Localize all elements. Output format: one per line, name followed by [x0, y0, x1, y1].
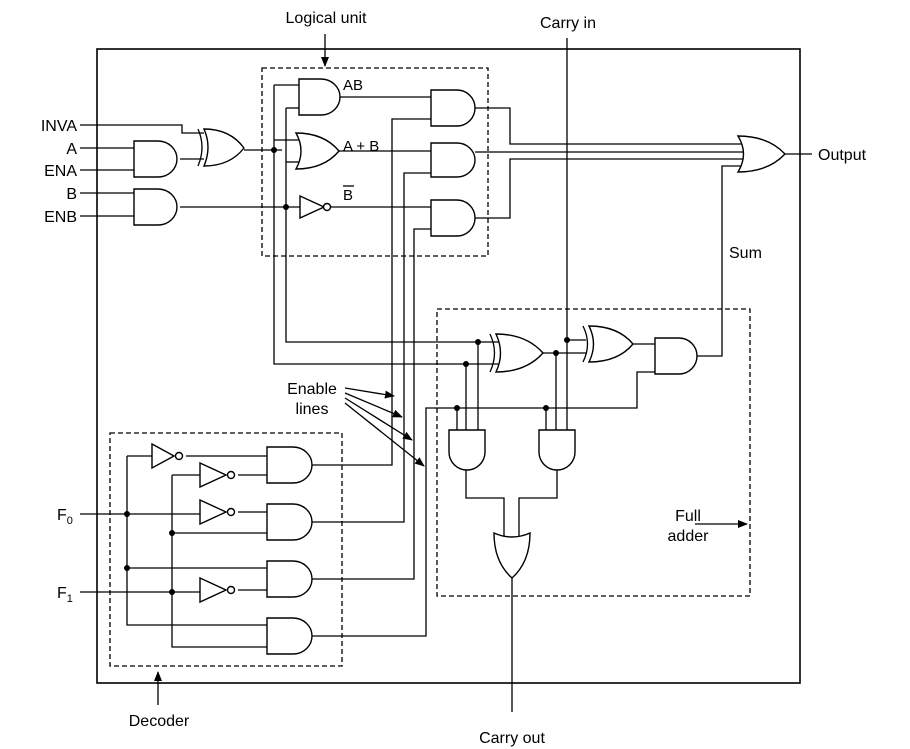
or-gate-carry-out	[493, 531, 531, 579]
decoder-label: Decoder	[129, 713, 190, 730]
and-gate-a-ena	[133, 140, 178, 178]
input-f0-label: F0	[57, 507, 73, 527]
inverter-f1-low	[199, 576, 236, 604]
gate-label-not-b: B	[343, 187, 353, 204]
input-enb-label: ENB	[44, 209, 77, 226]
decoder-and-gate-2	[266, 503, 313, 541]
alu-outer-box	[96, 48, 801, 684]
decoder-and-gate-1	[266, 446, 313, 484]
junctions	[124, 147, 570, 595]
xor-gate-inva	[197, 128, 245, 167]
inverter-b	[299, 194, 332, 220]
decoder-and-gate-4	[266, 617, 313, 655]
full-adder-label-2: adder	[668, 528, 710, 545]
inverter-f1-top	[199, 461, 236, 489]
logical-unit-box	[261, 67, 489, 257]
input-b-label: B	[66, 186, 77, 203]
output-label: Output	[818, 147, 867, 164]
enable-lines-label-1: Enable	[287, 381, 337, 398]
enable-and-gate-2	[430, 142, 476, 178]
input-a-label: A	[66, 141, 77, 158]
full-adder-box	[436, 308, 751, 597]
gate-label-ab: AB	[343, 77, 363, 94]
or-gate-output	[736, 135, 786, 173]
enable-lines-label-2: lines	[296, 401, 329, 418]
full-adder-label-1: Full	[675, 508, 701, 525]
carry-in-label: Carry in	[540, 15, 596, 32]
decoder-box	[109, 432, 343, 667]
gate-label-a-or-b: A + B	[343, 138, 379, 155]
and-gate-carry-1	[448, 429, 486, 471]
wires	[80, 34, 812, 712]
xor-gate-carry-in	[582, 325, 634, 363]
inverter-f1-mid	[199, 498, 236, 526]
input-inva-label: INVA	[41, 118, 77, 135]
and-gate-ab	[298, 78, 341, 116]
gates	[133, 78, 786, 655]
inverter-f0	[151, 442, 184, 470]
or-gate-a-or-b	[294, 132, 340, 170]
logical-unit-label: Logical unit	[286, 10, 368, 27]
and-gate-carry-2	[538, 429, 576, 471]
decoder-and-gate-3	[266, 560, 313, 598]
enable-and-gate-1	[430, 89, 476, 127]
and-gate-sum-enable	[654, 337, 698, 375]
input-f1-label: F1	[57, 585, 73, 605]
enable-and-gate-3	[430, 199, 476, 237]
sum-label: Sum	[729, 245, 762, 262]
xor-gate-a-b	[489, 333, 544, 373]
and-gate-b-enb	[133, 188, 178, 226]
input-ena-label: ENA	[44, 163, 77, 180]
carry-out-label: Carry out	[479, 730, 545, 747]
